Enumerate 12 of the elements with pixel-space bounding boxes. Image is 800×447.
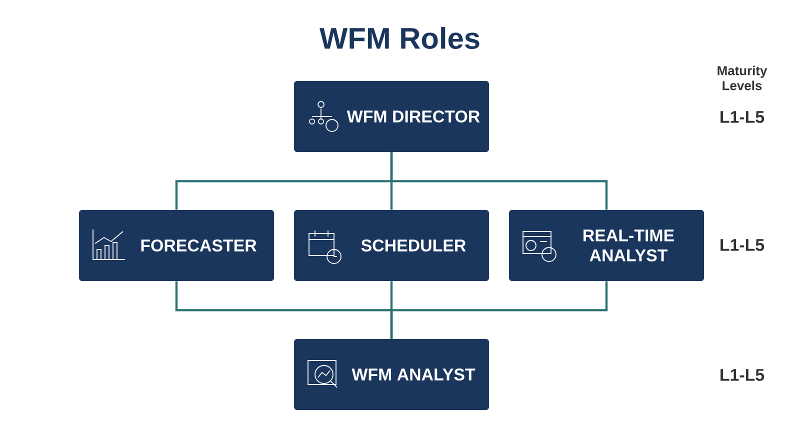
connector xyxy=(390,281,608,339)
role-box: FORECASTER xyxy=(79,210,274,281)
title: WFM Roles xyxy=(320,27,480,49)
role-box: REAL-TIME ANALYST xyxy=(509,210,704,281)
level-label: L1-L5 xyxy=(720,111,764,123)
level-label: L1-L5 xyxy=(720,239,764,251)
connector xyxy=(390,152,608,210)
column-heading: Maturity Levels xyxy=(718,66,768,90)
level-label: L1-L5 xyxy=(720,369,764,381)
role-box: WFM ANALYST xyxy=(294,339,489,410)
role-box: SCHEDULER xyxy=(294,210,489,281)
role-box: WFM DIRECTOR xyxy=(294,81,489,152)
